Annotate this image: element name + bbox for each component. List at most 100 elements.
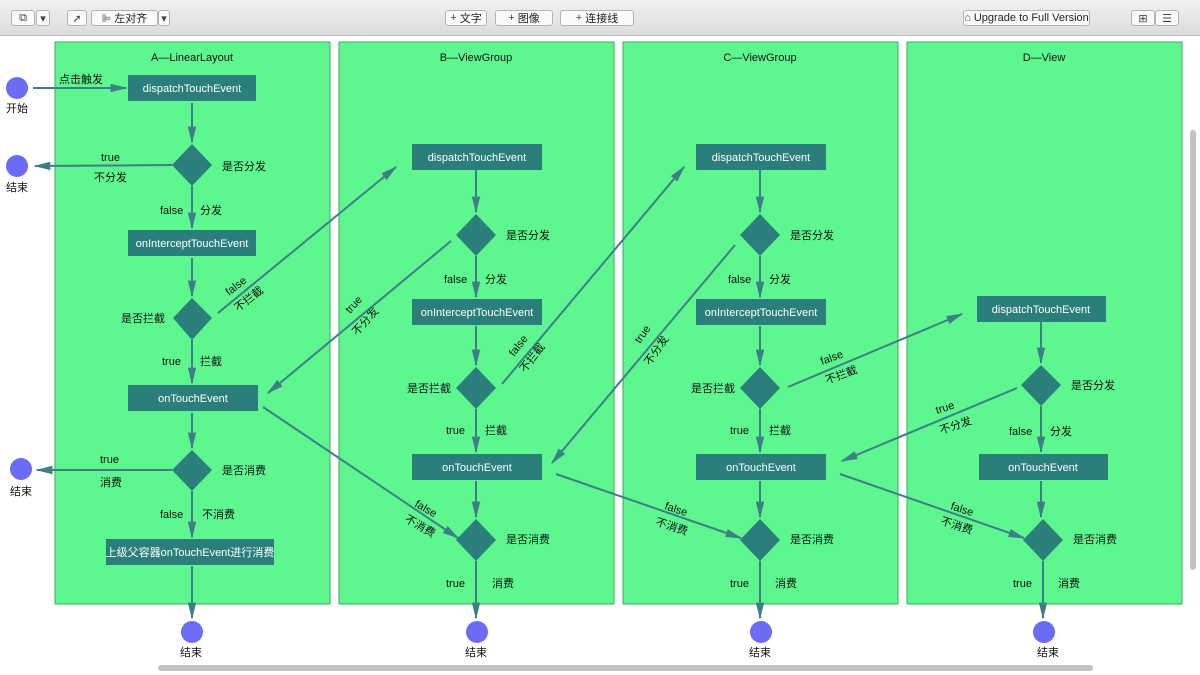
start-node[interactable] bbox=[6, 77, 28, 99]
d-dispatch-node[interactable] bbox=[977, 296, 1106, 322]
a-parent-consume-node[interactable] bbox=[106, 539, 274, 565]
end-node-a-consume[interactable] bbox=[10, 458, 32, 480]
end-label: 结束 bbox=[1037, 646, 1059, 659]
upgrade-label: Upgrade to Full Version bbox=[973, 12, 1089, 24]
add-text-label: 文字 bbox=[459, 13, 482, 25]
edge-a-qintercept-to-b-dispatch[interactable] bbox=[217, 166, 398, 314]
lane-b-title: B—ViewGroup bbox=[440, 52, 513, 64]
edge-label-dispatch: 分发 bbox=[485, 272, 507, 286]
edge-label-intercept: 拦截 bbox=[485, 423, 507, 437]
end-node-d[interactable] bbox=[1033, 621, 1055, 643]
edge-label-dispatch: 分发 bbox=[1050, 424, 1072, 438]
vertical-scrollbar[interactable] bbox=[1190, 130, 1196, 570]
end-label: 结束 bbox=[6, 181, 28, 194]
end-label: 结束 bbox=[465, 646, 487, 659]
end-node-c[interactable] bbox=[750, 621, 772, 643]
add-text-button[interactable]: + 文字 bbox=[445, 10, 487, 26]
horizontal-scrollbar[interactable] bbox=[158, 665, 1093, 671]
decision-label: 是否分发 bbox=[222, 159, 266, 173]
edge-label-true: true bbox=[101, 152, 120, 164]
edge-label-consume: 消费 bbox=[775, 576, 797, 590]
plus-icon: + bbox=[508, 12, 515, 24]
grid-view-button[interactable]: ⊞ bbox=[1131, 10, 1155, 26]
end-node-a-dispatch[interactable] bbox=[6, 155, 28, 177]
d-q-dispatch-node[interactable] bbox=[1021, 365, 1061, 406]
edge-label-false: false bbox=[160, 509, 183, 521]
a-touch-node[interactable] bbox=[128, 385, 258, 411]
a-q-consume-node[interactable] bbox=[172, 450, 212, 491]
b-q-intercept-node[interactable] bbox=[456, 367, 496, 409]
a-q-intercept-node[interactable] bbox=[173, 298, 212, 340]
edge-b-qdispatch-to-a-touch[interactable] bbox=[266, 240, 452, 394]
edge-label-false: false bbox=[728, 274, 751, 286]
b-touch-node[interactable] bbox=[412, 454, 542, 480]
edge-label-true: true bbox=[446, 425, 465, 437]
b-q-dispatch-node[interactable] bbox=[456, 214, 496, 256]
decision-label: 是否消费 bbox=[222, 463, 266, 477]
c-q-intercept-node[interactable] bbox=[740, 367, 780, 409]
edge-c-qdispatch-to-b-touch[interactable] bbox=[551, 244, 736, 465]
align-dropdown[interactable]: ▾ bbox=[158, 10, 170, 26]
a-intercept-label: onInterceptTouchEvent bbox=[136, 238, 249, 250]
edge-label-no-dispatch: 不分发 bbox=[94, 170, 127, 184]
chevron-down-icon: ▾ bbox=[40, 12, 46, 25]
c-intercept-label: onInterceptTouchEvent bbox=[705, 307, 818, 319]
edge-label-no-consume: 不消费 bbox=[202, 507, 235, 521]
edge-label-true: true bbox=[1013, 578, 1032, 590]
d-dispatch-label: dispatchTouchEvent bbox=[992, 304, 1090, 316]
edge-label-intercept: 拦截 bbox=[769, 423, 791, 437]
d-touch-node[interactable] bbox=[979, 454, 1108, 480]
c-dispatch-label: dispatchTouchEvent bbox=[712, 152, 810, 164]
end-node-b[interactable] bbox=[466, 621, 488, 643]
edge-d-qdispatch-to-c-touch[interactable] bbox=[840, 387, 1018, 462]
edge-label-true: true bbox=[934, 400, 956, 417]
edge-label-consume: 消费 bbox=[1058, 576, 1080, 590]
edge-label-false: false bbox=[160, 205, 183, 217]
decision-label: 是否分发 bbox=[506, 228, 550, 242]
lane-d-title: D—View bbox=[1023, 52, 1066, 64]
edge-label-consume: 消费 bbox=[100, 475, 122, 489]
align-button[interactable]: ⊫ 左对齐 bbox=[91, 10, 158, 26]
home-icon: ⌂ bbox=[964, 12, 971, 24]
edge-label-true: true bbox=[730, 425, 749, 437]
a-dispatch-label: dispatchTouchEvent bbox=[143, 83, 241, 95]
edge-label-true: true bbox=[100, 454, 119, 466]
a-q-dispatch-node[interactable] bbox=[172, 144, 212, 186]
layers-button[interactable]: ⧉ bbox=[11, 10, 35, 26]
layers-dropdown[interactable]: ▾ bbox=[36, 10, 50, 26]
pointer-tool-button[interactable]: ➚ bbox=[67, 10, 87, 26]
c-intercept-node[interactable] bbox=[696, 299, 826, 325]
c-q-consume-node[interactable] bbox=[740, 519, 780, 561]
b-q-consume-node[interactable] bbox=[456, 519, 496, 561]
upgrade-button[interactable]: ⌂ Upgrade to Full Version bbox=[963, 10, 1090, 26]
b-intercept-node[interactable] bbox=[412, 299, 542, 325]
a-dispatch-node[interactable] bbox=[128, 75, 256, 101]
a-intercept-node[interactable] bbox=[128, 230, 256, 256]
edge-c-qintercept-to-d-dispatch[interactable] bbox=[787, 313, 964, 388]
add-image-button[interactable]: + 图像 bbox=[495, 10, 553, 26]
add-connector-button[interactable]: + 连接线 bbox=[560, 10, 634, 26]
edge-a-qdispatch-to-end[interactable] bbox=[33, 161, 173, 171]
d-q-consume-node[interactable] bbox=[1023, 519, 1063, 561]
c-touch-node[interactable] bbox=[696, 454, 826, 480]
edge-b-qintercept-to-c-dispatch[interactable] bbox=[501, 165, 685, 385]
list-icon: ☰ bbox=[1162, 12, 1172, 25]
b-dispatch-node[interactable] bbox=[412, 144, 542, 170]
a-parent-consume-label: 上级父容器onTouchEvent进行消费 bbox=[106, 545, 275, 559]
toolbar: ⧉ ▾ ➚ ⊫ 左对齐 ▾ + 文字 + 图像 + 连接线 ⌂ Upgrade … bbox=[0, 0, 1200, 36]
align-left-icon: ⊫ bbox=[101, 12, 112, 25]
c-q-dispatch-node[interactable] bbox=[740, 214, 780, 256]
edge-a-touch-to-b-qconsume[interactable] bbox=[262, 406, 460, 539]
decision-label: 是否拦截 bbox=[407, 381, 451, 395]
start-label: 开始 bbox=[6, 101, 28, 115]
decision-label: 是否消费 bbox=[790, 532, 834, 546]
list-view-button[interactable]: ☰ bbox=[1155, 10, 1179, 26]
edge-b-touch-to-c-qconsume[interactable] bbox=[555, 473, 743, 539]
diagram-canvas[interactable]: A—LinearLayout B—ViewGroup C—ViewGroup D… bbox=[0, 36, 1200, 675]
end-node-a[interactable] bbox=[181, 621, 203, 643]
b-dispatch-label: dispatchTouchEvent bbox=[428, 152, 526, 164]
c-dispatch-node[interactable] bbox=[696, 144, 826, 170]
d-touch-label: onTouchEvent bbox=[1008, 462, 1078, 474]
edge-c-touch-to-d-qconsume[interactable] bbox=[839, 473, 1026, 539]
add-connector-label: 连接线 bbox=[585, 13, 619, 25]
